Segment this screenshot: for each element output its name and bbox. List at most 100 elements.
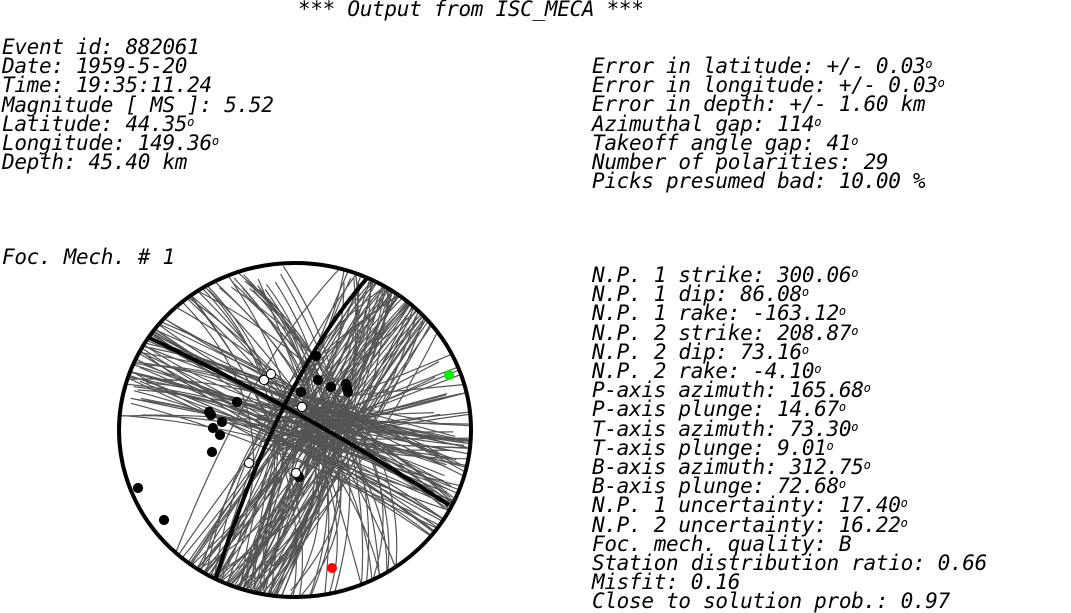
degree-symbol: o [851, 323, 859, 338]
degree-symbol: o [851, 266, 859, 280]
info-row: P-axis plunge: 14.67o [592, 397, 987, 422]
info-label: Number of polarities: [592, 150, 852, 175]
info-row: Magnitude [ MS ]: 5.52 [2, 92, 274, 117]
beachball-plot [117, 261, 473, 599]
solution-curve [212, 266, 416, 585]
solution-curve [261, 354, 471, 443]
degree-symbol: o [838, 400, 846, 415]
info-label: N.P. 2 strike: [592, 320, 765, 345]
info-row: Close to solution prob.: 0.97 [592, 589, 987, 613]
solution-curve [291, 432, 457, 460]
solution-curve [135, 373, 465, 543]
info-row: Misfit: 0.16 [592, 572, 987, 593]
info-row: Error in longitude: +/- 0.03o [592, 73, 945, 98]
solution-curve [139, 366, 471, 544]
info-label: Event id: [2, 35, 114, 59]
info-value: 86.08 [740, 282, 802, 307]
info-value: -163.12 [752, 301, 839, 326]
info-value: 29 [863, 150, 889, 175]
degree-symbol: o [801, 342, 809, 357]
info-label: Longitude: [2, 131, 126, 156]
degree-symbol: o [851, 419, 859, 434]
degree-symbol: o [814, 362, 822, 377]
info-row: N.P. 1 strike: 300.06o [592, 263, 987, 287]
info-value: +/- 0.03 [838, 73, 938, 98]
degree-symbol: o [801, 285, 809, 300]
info-label: N.P. 1 strike: [592, 263, 765, 287]
info-value: 17.40 [838, 493, 901, 518]
solution-curve [256, 412, 435, 420]
degree-symbol: o [937, 76, 945, 91]
nodal-plane-1 [138, 331, 451, 507]
info-value: 300.06 [777, 263, 852, 287]
compression-dot [310, 350, 322, 362]
info-label: Foc. mech. quality: [592, 531, 827, 556]
solution-curve [300, 420, 471, 459]
info-row: N.P. 2 uncertainty: 16.22o [592, 514, 987, 535]
compression-dot [312, 374, 324, 386]
info-value: 9.01 [777, 435, 827, 460]
info-label: Depth: [2, 150, 77, 175]
info-label: N.P. 1 rake: [592, 301, 741, 326]
info-label: T-axis plunge: [592, 435, 765, 460]
solution-curve [310, 383, 471, 401]
degree-symbol: o [211, 134, 219, 149]
info-row: N.P. 2 rake: -4.10o [592, 361, 987, 382]
page-title: *** Output from ISC_MECA *** [298, 0, 644, 21]
info-row: N.P. 2 strike: 208.87o [592, 320, 987, 345]
info-label: Latitude: [2, 111, 114, 136]
info-row: Depth: 45.40 km [2, 150, 274, 175]
solution-curve [281, 376, 436, 450]
p-axis-marker [327, 563, 337, 573]
info-value: 10.00 % [838, 169, 926, 194]
info-row: B-axis plunge: 72.68o [592, 474, 987, 499]
solution-curve [127, 362, 471, 512]
solution-curve [223, 269, 294, 594]
nodal-plane-2 [207, 263, 381, 597]
info-label: Picks presumed bad: [592, 169, 827, 194]
info-label: N.P. 1 uncertainty: [592, 493, 827, 518]
info-value: 19:35:11.24 [76, 73, 212, 98]
compression-dot [342, 386, 354, 398]
info-label: N.P. 2 dip: [592, 339, 728, 364]
info-value: 165.68 [789, 378, 864, 403]
dilatation-dot [258, 374, 270, 386]
info-label: Error in depth: [592, 92, 778, 117]
info-value: 73.16 [740, 339, 802, 364]
solution-curve [278, 413, 441, 448]
compression-dot [325, 381, 337, 393]
info-row: Takeoff angle gap: 41o [592, 130, 945, 155]
solution-curve [261, 263, 422, 597]
degree-symbol: o [838, 304, 846, 319]
info-row: Longitude: 149.36o [2, 131, 274, 156]
info-label: Time: [2, 73, 64, 98]
info-value: 0.66 [937, 551, 988, 576]
info-value: 44.35 [125, 111, 188, 136]
compression-dot [216, 416, 228, 428]
info-value: 41 [826, 130, 852, 155]
info-value: 208.87 [777, 320, 852, 345]
info-value: 14.67 [777, 397, 839, 422]
degree-symbol: o [187, 114, 195, 129]
solution-curve [119, 325, 471, 520]
info-label: B-axis plunge: [592, 474, 765, 499]
info-label: Date: [2, 54, 64, 79]
info-value: 882061 [125, 35, 200, 59]
compression-dot [158, 514, 170, 526]
solution-curve [283, 390, 456, 438]
solution-curve [165, 266, 304, 597]
info-label: Station distribution ratio: [592, 551, 926, 576]
t-axis-marker [444, 370, 454, 380]
info-row: Foc. mech. quality: B [592, 531, 987, 556]
compression-dot [206, 446, 218, 458]
info-label: Close to solution prob.: [592, 589, 889, 613]
info-row: Date: 1959-5-20 [2, 54, 274, 79]
info-row: Event id: 882061 [2, 35, 274, 59]
info-value: 0.97 [900, 589, 951, 613]
info-value: 5.52 [224, 92, 274, 117]
compression-dot [295, 386, 307, 398]
degree-symbol: o [925, 57, 933, 71]
degree-symbol: o [900, 515, 908, 530]
